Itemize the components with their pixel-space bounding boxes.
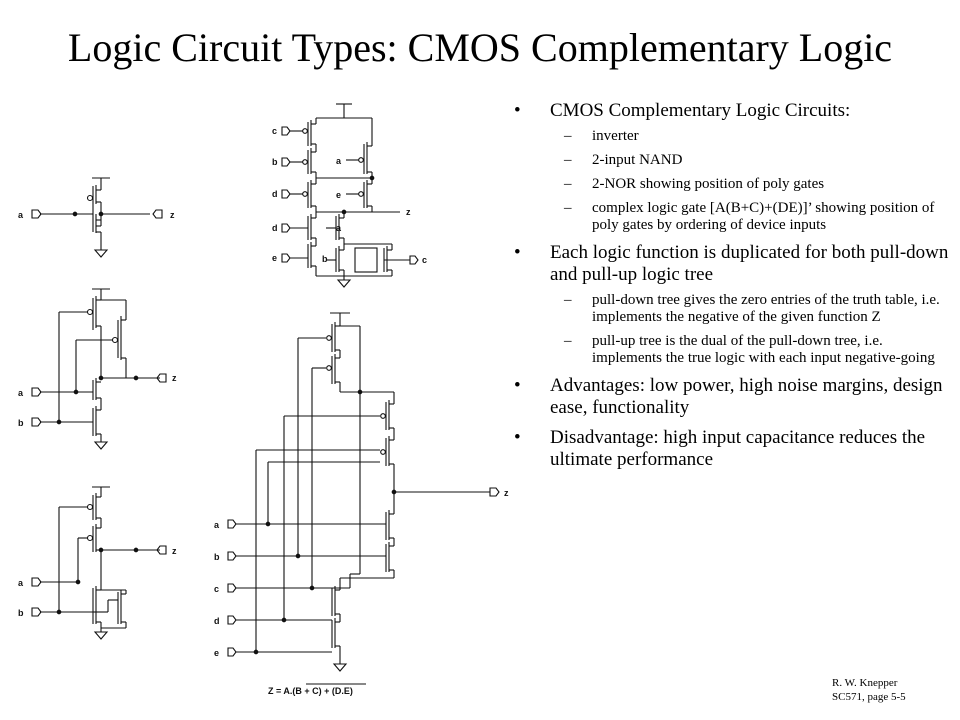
slide-title: Logic Circuit Types: CMOS Complementary … <box>67 25 893 70</box>
complex-big-input-e-label: e <box>214 648 219 658</box>
complex-gate-top-circuit: c b d d e a e a b c z <box>272 103 427 288</box>
complex-top-mid-b-label: b <box>322 254 328 264</box>
credit-page: SC571, page 5-5 <box>832 691 906 703</box>
bullet-symbol: • <box>514 427 521 448</box>
dash-symbol: – <box>564 292 572 308</box>
dash-symbol: – <box>564 128 572 144</box>
complex-big-input-b-label: b <box>214 552 220 562</box>
complex-big-input-c-label: c <box>214 584 219 594</box>
bullet-symbol: • <box>514 375 521 396</box>
bullet-list: • CMOS Complementary Logic Circuits: – in… <box>512 100 952 479</box>
dash-symbol: – <box>564 152 572 168</box>
sub-bullet-text: 2-NOR showing position of poly gates <box>592 176 825 192</box>
bullet-item: • Disadvantage: high input capacitance r… <box>512 427 952 471</box>
bullet-text: Advantages: low power, high noise margin… <box>550 375 943 418</box>
bullet-item: • Each logic function is duplicated for … <box>512 242 952 367</box>
complex-top-input-c-label: c <box>272 126 277 136</box>
credit-author: R. W. Knepper <box>832 677 898 689</box>
nand-output-label: z <box>172 373 177 383</box>
bullet-item: • Advantages: low power, high noise marg… <box>512 375 952 419</box>
complex-top-output-label: z <box>406 207 411 217</box>
dash-symbol: – <box>564 176 572 192</box>
bullet-symbol: • <box>514 100 521 121</box>
complex-big-output-label: z <box>504 488 509 498</box>
bullet-text: Disadvantage: high input capacitance red… <box>550 427 926 470</box>
sub-bullet-list: – inverter – 2-input NAND – 2-NOR showing p… <box>550 128 952 234</box>
nand-input-b-label: b <box>18 418 24 428</box>
complex-top-mid-a-label: a <box>336 156 342 166</box>
complex-top-input-d2-label: d <box>272 223 278 233</box>
dash-symbol: – <box>564 333 572 349</box>
sub-bullet-item: – pull-up tree is the dual of the pull-do… <box>550 333 952 367</box>
sub-bullet-item: – complex logic gate [A(B+C)+(DE)]’ showi… <box>550 200 952 234</box>
complex-top-input-d-label: d <box>272 189 278 199</box>
inverter-circuit: a z <box>18 177 175 258</box>
complex-top-input-c2-label: c <box>422 255 427 265</box>
complex-top-input-b-label: b <box>272 157 278 167</box>
sub-bullet-item: – 2-input NAND <box>550 152 952 169</box>
nor-circuit: a b z <box>18 486 177 640</box>
inverter-output-label: z <box>170 210 175 220</box>
bullet-item: • CMOS Complementary Logic Circuits: – in… <box>512 100 952 234</box>
complex-top-input-e-label: e <box>272 253 277 263</box>
sub-bullet-list: – pull-down tree gives the zero entries o… <box>550 292 952 367</box>
sub-bullet-item: – 2-NOR showing position of poly gates <box>550 176 952 193</box>
sub-bullet-item: – pull-down tree gives the zero entries o… <box>550 292 952 326</box>
sub-bullet-text: complex logic gate [A(B+C)+(DE)]’ showin… <box>592 200 935 233</box>
nor-output-label: z <box>172 546 177 556</box>
nor-input-a-label: a <box>18 578 24 588</box>
complex-top-mid-e-label: e <box>336 190 341 200</box>
nand-input-a-label: a <box>18 388 24 398</box>
sub-bullet-text: inverter <box>592 128 639 144</box>
complex-gate-big-circuit: a b c d e z Z = A.(B + C) + (D.E) <box>214 312 509 696</box>
nand-circuit: a b z <box>18 288 177 450</box>
complex-big-equation: Z = A.(B + C) + (D.E) <box>268 686 353 696</box>
bullet-text: Each logic function is duplicated for bo… <box>550 242 949 285</box>
slide-credit: R. W. Knepper SC571, page 5-5 <box>832 676 906 704</box>
complex-big-input-a-label: a <box>214 520 220 530</box>
complex-big-input-d-label: d <box>214 616 220 626</box>
sub-bullet-item: – inverter <box>550 128 952 145</box>
sub-bullet-text: pull-down tree gives the zero entries of… <box>592 292 940 325</box>
nor-input-b-label: b <box>18 608 24 618</box>
complex-top-mid-a2-label: a <box>336 223 342 233</box>
sub-bullet-text: pull-up tree is the dual of the pull-dow… <box>592 333 935 366</box>
bullet-symbol: • <box>514 242 521 263</box>
inverter-input-label: a <box>18 210 24 220</box>
dash-symbol: – <box>564 200 572 216</box>
bullet-text: CMOS Complementary Logic Circuits: <box>550 100 851 121</box>
sub-bullet-text: 2-input NAND <box>592 152 683 168</box>
